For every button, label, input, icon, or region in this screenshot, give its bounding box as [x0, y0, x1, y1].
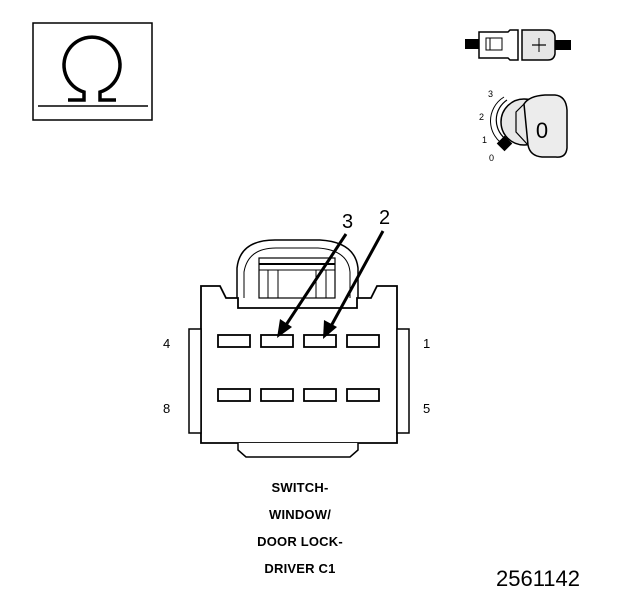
key-position-label: 0	[536, 118, 548, 143]
figure-id: 2561142	[496, 566, 581, 591]
caption-line-1: SWITCH-	[271, 480, 329, 495]
dial-label-2: 2	[479, 112, 484, 122]
pin-label-8: 8	[163, 401, 171, 416]
pin-label-1: 1	[423, 336, 431, 351]
terminal-cavity-5	[346, 388, 380, 402]
connector-housing	[188, 239, 410, 458]
callout-label-3: 3	[342, 211, 354, 233]
caption-line-4: DRIVER C1	[264, 561, 336, 576]
callout-arrow-3	[277, 233, 348, 338]
terminal-row-top	[217, 334, 380, 348]
dial-label-0: 0	[489, 153, 494, 163]
terminal-cavity-6	[303, 388, 337, 402]
test-probe-icon	[465, 29, 571, 61]
terminal-cavity-8	[217, 388, 251, 402]
ohm-icon	[32, 22, 153, 121]
caption-line-3: DOOR LOCK-	[257, 534, 343, 549]
ignition-key-icon	[490, 94, 568, 158]
pin-label-5: 5	[423, 401, 431, 416]
terminal-cavity-7	[260, 388, 294, 402]
dial-label-1: 1	[482, 135, 487, 145]
terminal-cavity-2	[303, 334, 337, 348]
pin-label-4: 4	[163, 336, 171, 351]
terminal-cavity-4	[217, 334, 251, 348]
terminal-cavity-1	[346, 334, 380, 348]
terminal-cavity-3	[260, 334, 294, 348]
callout-arrow-2	[323, 230, 385, 339]
terminal-row-bottom	[217, 388, 380, 402]
caption-line-2: WINDOW/	[268, 507, 332, 522]
dial-label-3: 3	[488, 89, 493, 99]
callout-label-2: 2	[379, 207, 391, 229]
